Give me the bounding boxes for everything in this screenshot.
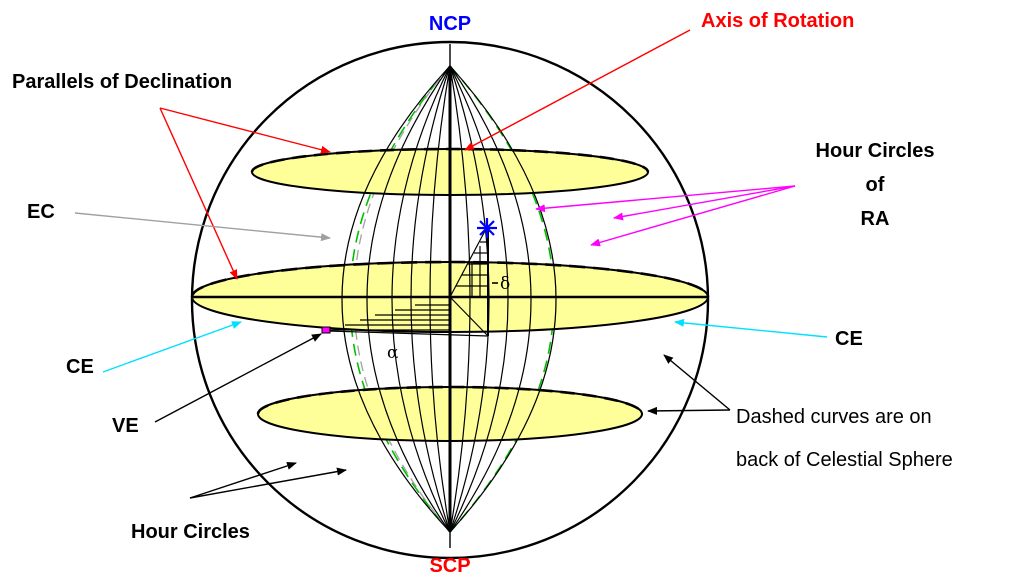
axis-label-arrow xyxy=(464,29,691,151)
parallels-of-declination-label: Parallels of Declination xyxy=(12,71,232,93)
pointer-arrows xyxy=(74,29,828,499)
dashed-note-line2: back of Celestial Sphere xyxy=(736,449,953,471)
ce-right-arrow xyxy=(674,318,828,338)
alpha-label: α xyxy=(387,343,399,363)
ce-right-label: CE xyxy=(835,328,863,350)
ve-label: VE xyxy=(112,415,139,437)
hour-circle xyxy=(366,65,451,533)
ra-arrow-3 xyxy=(590,185,796,247)
hour-circles-arrow-2 xyxy=(189,467,347,499)
hour-circles-bottom-label: Hour Circles xyxy=(131,521,250,543)
ec-arrow xyxy=(74,212,331,242)
parallel-lower-back-dash xyxy=(256,385,644,415)
parallels-arrow-upper xyxy=(159,107,331,154)
ce-left-arrow xyxy=(102,321,242,373)
hour-circles-ra-label-line1: Hour Circles xyxy=(816,140,935,162)
hour-circles-arrow-1 xyxy=(189,462,297,499)
dashed-note-line1: Dashed curves are on xyxy=(736,406,932,428)
hour-circles-ra-label-line2: of xyxy=(866,174,885,196)
hour-circle xyxy=(391,65,451,533)
hour-circle xyxy=(341,65,451,533)
vernal-equinox-marker xyxy=(321,326,331,334)
delta-label: δ xyxy=(500,274,510,294)
scp-label: SCP xyxy=(429,555,470,577)
hour-circle xyxy=(449,65,532,533)
hour-circles-ra-label-line3: RA xyxy=(861,208,890,230)
front-hour-circles xyxy=(341,65,557,533)
ra-dec-construction xyxy=(327,228,498,337)
hour-circle xyxy=(410,65,451,533)
back-green-dashed-left xyxy=(349,65,451,533)
ra-arrow-1 xyxy=(535,185,796,213)
parallels-arrow-lower xyxy=(159,107,238,280)
ncp-label: NCP xyxy=(429,13,471,35)
ra-arrow-2 xyxy=(613,185,796,221)
ec-label: EC xyxy=(27,201,55,223)
hour-circle xyxy=(449,65,509,533)
dashed-note-arrow-1 xyxy=(663,354,731,411)
hour-circle xyxy=(429,65,451,533)
star-icon xyxy=(477,218,497,238)
ve-arrow xyxy=(154,333,322,423)
dashed-note-arrow-2 xyxy=(647,406,731,415)
hour-circle xyxy=(449,65,471,533)
ce-left-label: CE xyxy=(66,356,94,378)
axis-of-rotation-label: Axis of Rotation xyxy=(701,10,854,32)
ra-baseline xyxy=(327,330,489,337)
ra-to-center xyxy=(449,296,489,337)
celestial-sphere-outline xyxy=(190,40,710,560)
